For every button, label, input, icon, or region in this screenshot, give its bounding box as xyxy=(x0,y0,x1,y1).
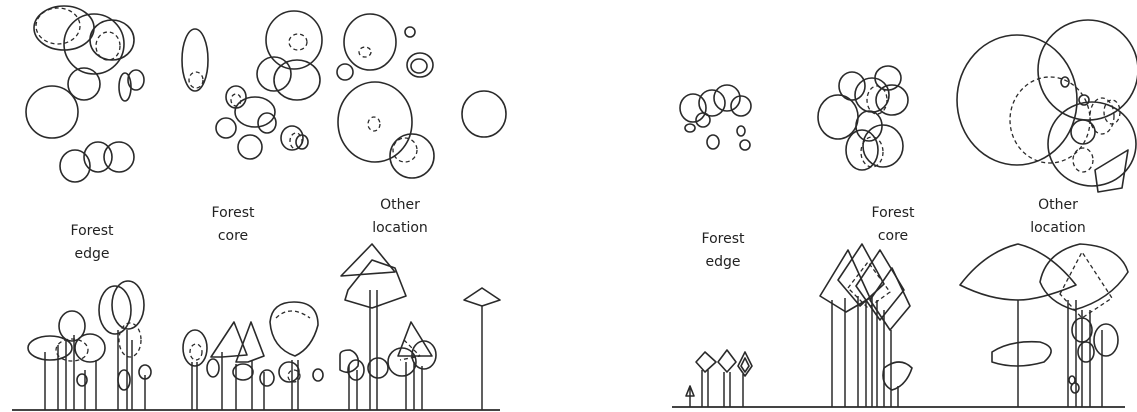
right-edge-elevation xyxy=(685,349,753,407)
left-other-location-label: Other location xyxy=(362,194,438,240)
right-forest-edge-label: Forest edge xyxy=(692,228,754,274)
right-forest-edge-label-line1: Forest xyxy=(701,231,745,247)
right-other-location-label: Other location xyxy=(1018,194,1098,240)
left-other-elevation xyxy=(339,243,501,410)
left-forest-edge-label-line1: Forest xyxy=(70,223,114,239)
right-forest-core-label: Forest core xyxy=(862,202,924,248)
left-core-elevation xyxy=(182,301,324,410)
left-forest-core-label: Forest core xyxy=(201,202,265,248)
left-other-location-label-line1: Other xyxy=(380,197,420,213)
right-core-crown-map xyxy=(817,65,909,171)
left-core-crown-map xyxy=(181,10,323,160)
left-edge-elevation xyxy=(27,280,152,410)
left-other-location-label-line2: location xyxy=(372,220,428,236)
left-forest-edge-label: Forest edge xyxy=(62,220,122,266)
right-core-elevation xyxy=(819,243,913,407)
right-forest-core-label-line2: core xyxy=(877,228,909,244)
right-other-location-label-line1: Other xyxy=(1038,197,1078,213)
left-forest-core-label-line2: core xyxy=(217,228,249,244)
left-other-crown-map xyxy=(336,13,507,179)
right-other-location-label-line2: location xyxy=(1030,220,1086,236)
left-forest-core-label-line1: Forest xyxy=(211,205,255,221)
right-forest-core-label-line1: Forest xyxy=(871,205,915,221)
right-forest-edge-label-line2: edge xyxy=(705,254,741,270)
right-other-crown-map xyxy=(956,19,1137,193)
left-forest-edge-label-line2: edge xyxy=(74,246,110,262)
right-edge-crown-map xyxy=(679,84,752,151)
left-edge-crown-map xyxy=(25,5,145,183)
right-other-elevation xyxy=(959,243,1129,407)
